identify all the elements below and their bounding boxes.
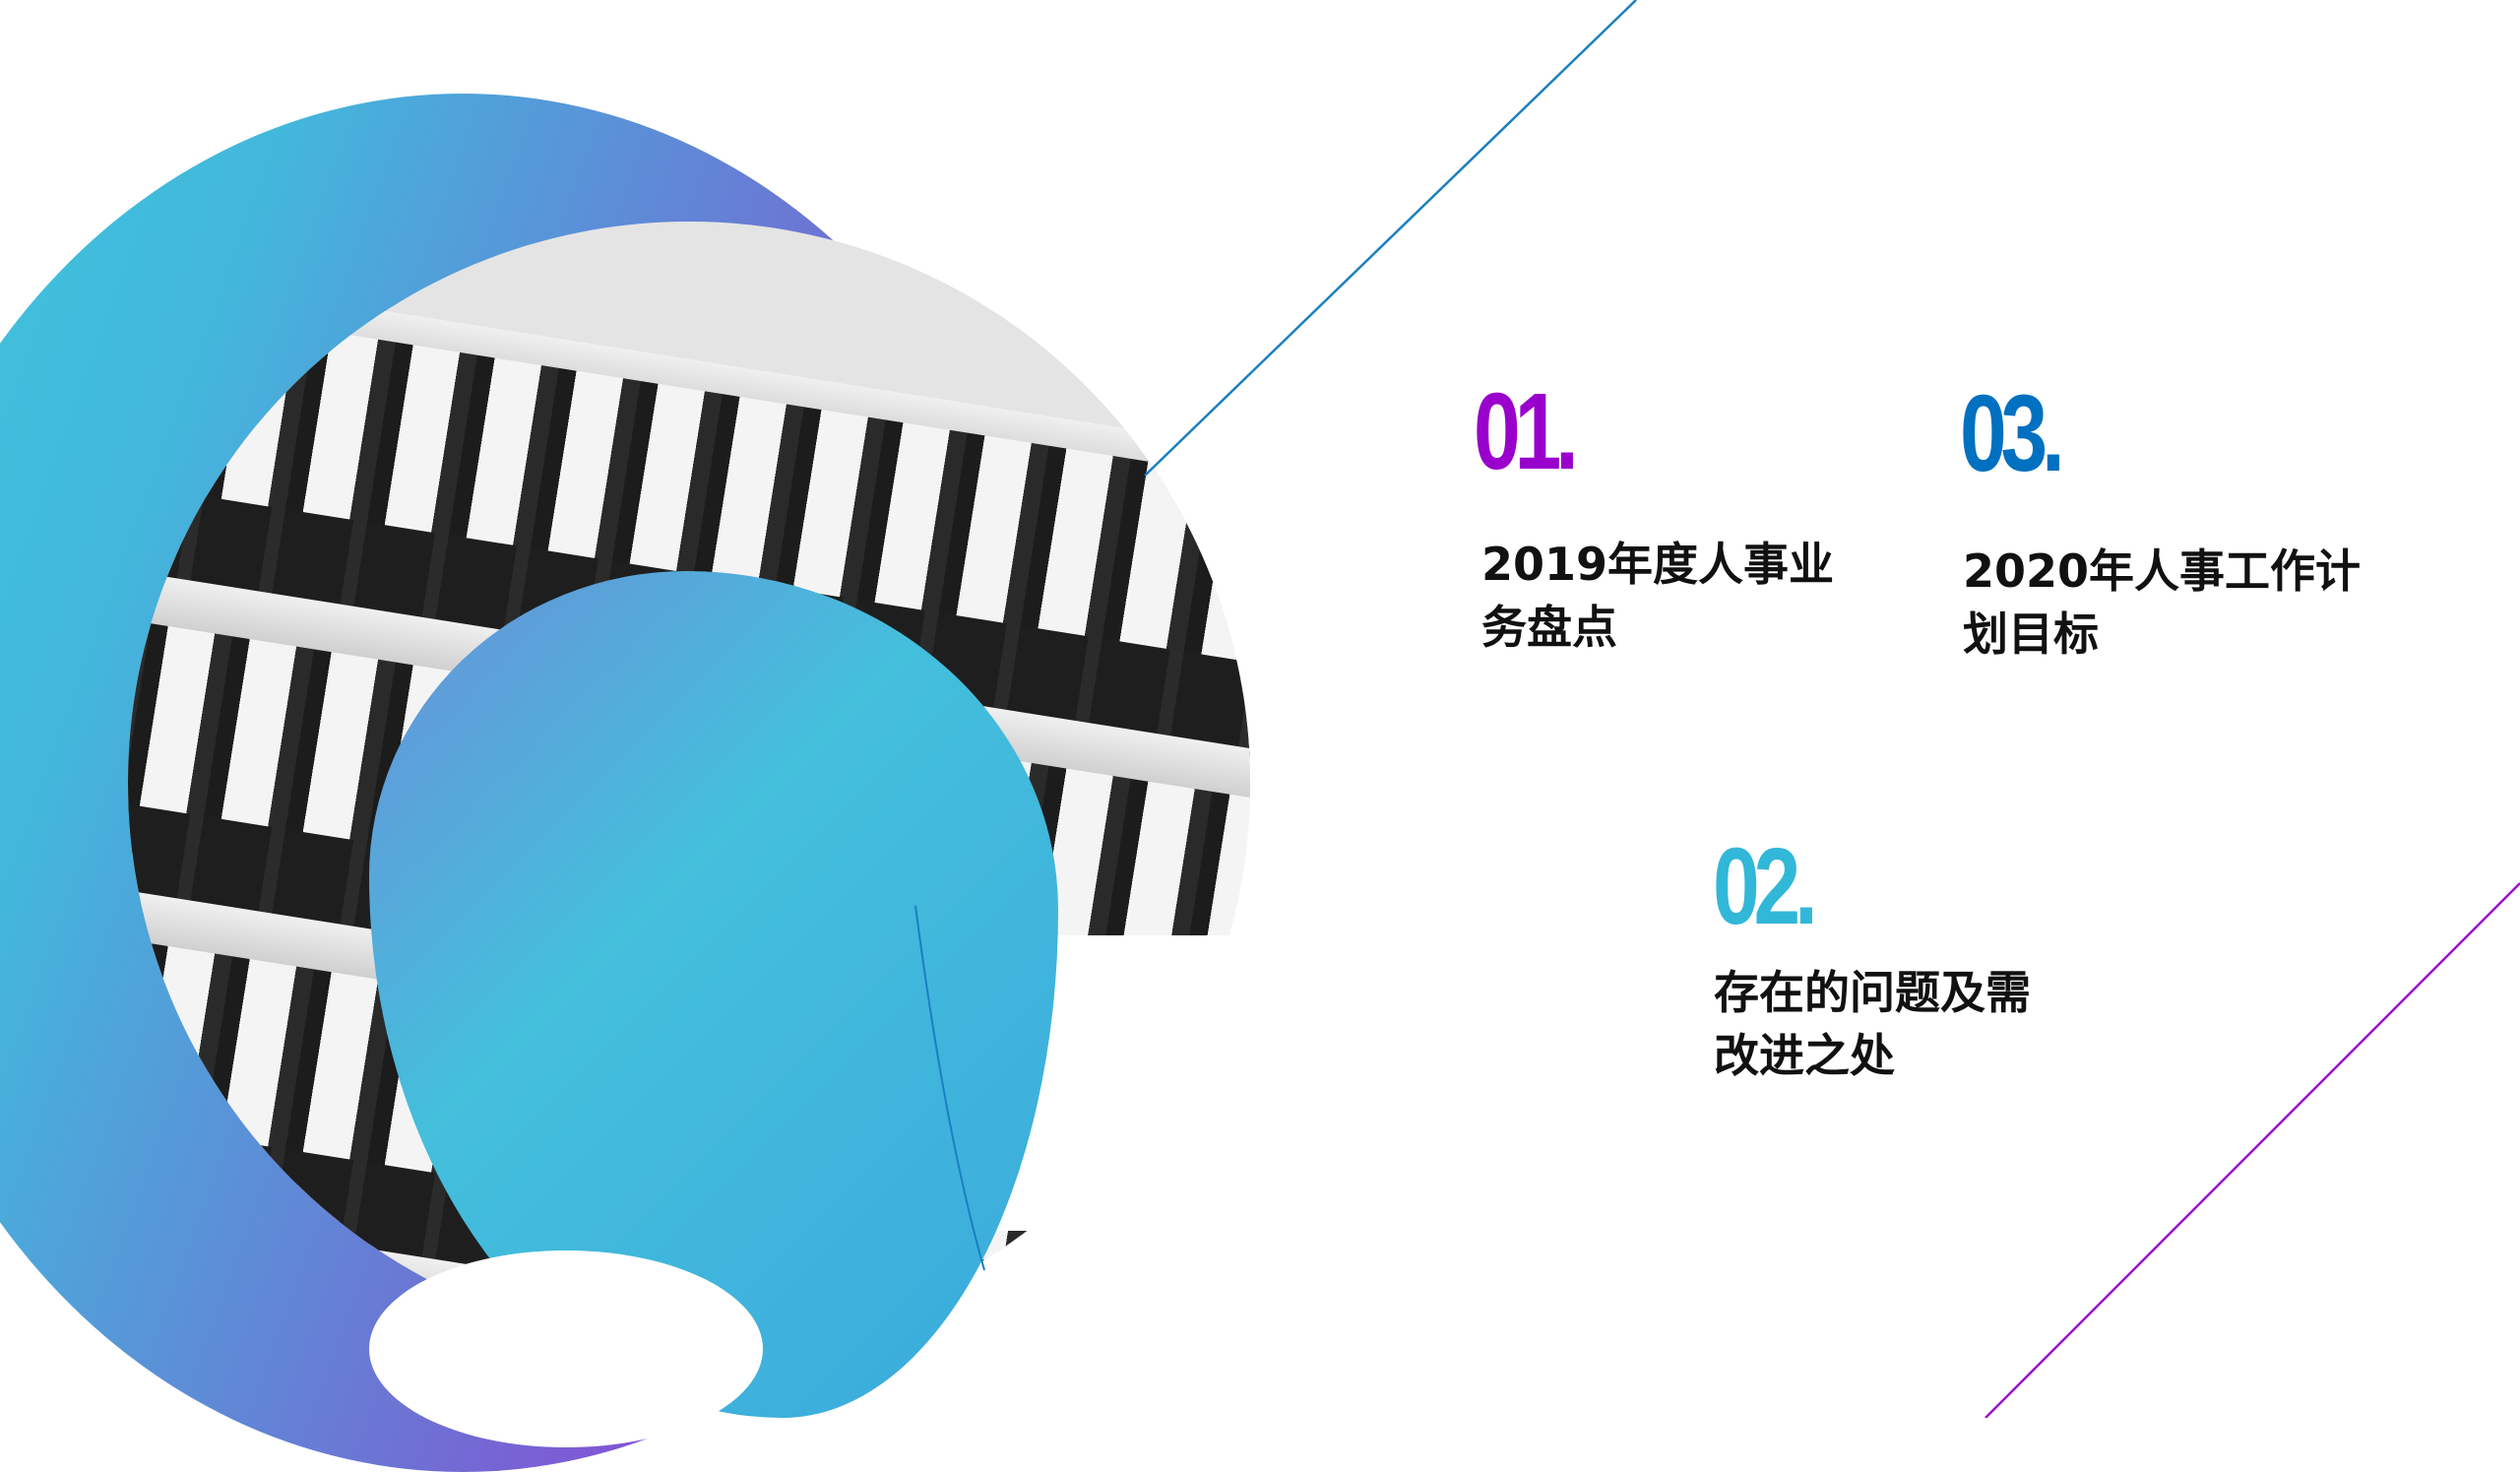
section-number: 02. <box>1713 826 1818 947</box>
white-cutout <box>369 1250 763 1447</box>
section-title-line: 存在的问题及需 <box>1714 966 2031 1019</box>
section-title-line: 2019年度人事业 <box>1481 538 1835 591</box>
section-number: 03. <box>1960 373 2065 494</box>
section-title-line: 2020年人事工作计 <box>1963 544 2362 598</box>
section-number: 01. <box>1474 371 1579 492</box>
decorative-lines <box>914 0 2520 1418</box>
section-title-line: 划目标 <box>1963 608 2099 661</box>
section-title-line: 改进之处 <box>1714 1029 1895 1082</box>
section-title-line: 务盘点 <box>1481 601 1617 654</box>
